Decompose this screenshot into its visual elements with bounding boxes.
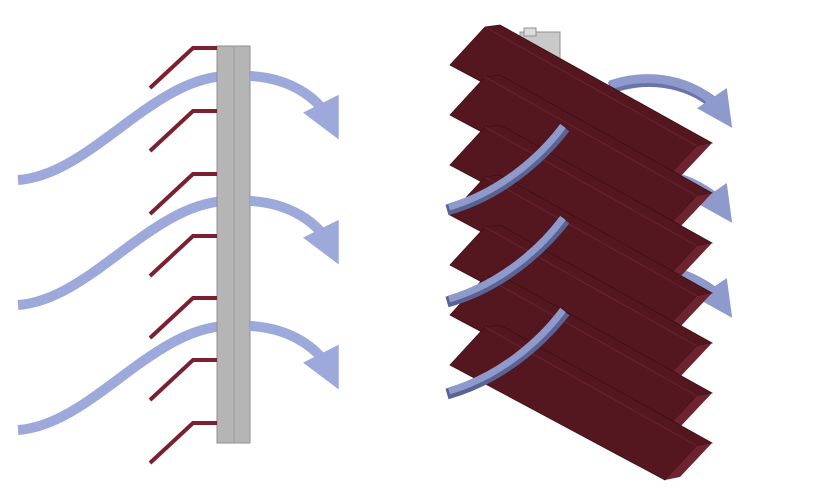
louver-slat-ridge [484, 126, 698, 247]
airflow-arrow [608, 74, 733, 128]
airflow-curve [448, 307, 566, 395]
louver-slat-edge [665, 343, 712, 380]
louver-slat-ridge [484, 226, 698, 347]
louver-blade [148, 172, 217, 216]
louver-slat-edge [665, 143, 712, 180]
louver-slat-edge [665, 293, 712, 330]
louver-slat-ridge [484, 26, 698, 147]
louver-blade [148, 109, 217, 153]
louver-blade [148, 358, 217, 402]
louver-blade [148, 234, 217, 278]
louver-blade [148, 46, 217, 90]
airflow-arrow [249, 71, 339, 140]
airflow-curve [448, 215, 566, 303]
airflow-curve [448, 123, 566, 211]
louver-slat-edge [665, 193, 712, 230]
louver-slat-ridge [484, 276, 698, 397]
frame-post-cap [523, 27, 537, 37]
louver-blade [148, 296, 217, 340]
louver-slat-ridge [484, 326, 698, 447]
flat-louver-section [17, 45, 339, 465]
louver-slat-ridge [484, 176, 698, 297]
airflow-arrow [249, 321, 339, 390]
3d-louver-section [445, 24, 733, 481]
airflow-curve [17, 196, 226, 310]
airflow-curve [17, 71, 226, 185]
louver-slat-edge [665, 443, 712, 480]
airflow-curve [17, 321, 226, 435]
louver-slat-edge [665, 243, 712, 280]
louver-blade [148, 421, 217, 465]
louver-slat-edge [665, 393, 712, 430]
louver-slat-ridge [484, 76, 698, 197]
airflow-arrow [249, 196, 339, 265]
